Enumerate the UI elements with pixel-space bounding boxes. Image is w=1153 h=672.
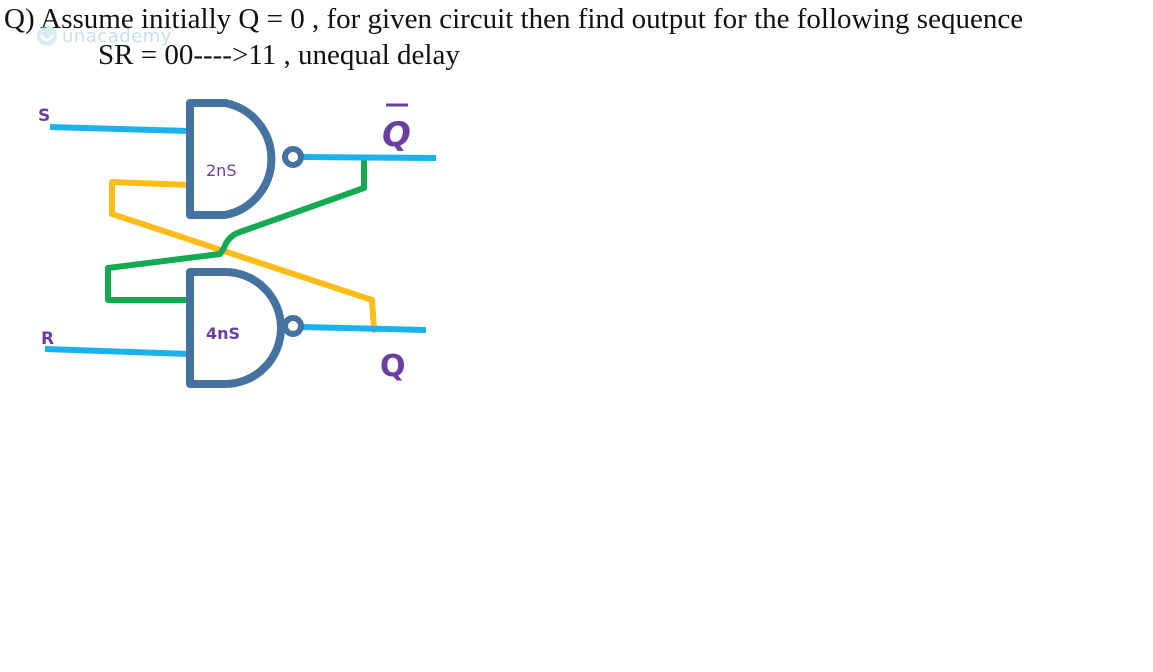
feedback-wire-q-bar-to-lower-gate: [105, 157, 367, 303]
unacademy-logo-icon: [37, 26, 57, 46]
watermark: unacademy: [36, 24, 172, 48]
q-output-wire: [301, 324, 427, 333]
lower-nand-inversion-bubble: [282, 315, 304, 337]
question-text-line-2: SR = 00---->11 , unequal delay: [98, 39, 460, 71]
q-output-label: Q: [380, 349, 406, 384]
upper-nand-inversion-bubble: [282, 146, 304, 168]
upper-gate-delay-label: 2nS: [206, 161, 236, 180]
q-bar-output-label: Q: [382, 115, 411, 155]
s-input-wire: [49, 124, 191, 134]
s-input-label: S: [38, 106, 50, 126]
question-text-line-1: Q) Assume initially Q = 0 , for given ci…: [4, 3, 1024, 35]
r-input-wire: [44, 346, 191, 357]
lower-gate-delay-label: 4nS: [206, 324, 240, 343]
upper-nand-gate-body: [186, 99, 276, 219]
r-input-label: R: [41, 329, 54, 349]
watermark-text: unacademy: [62, 25, 172, 47]
lower-nand-gate-body: [186, 268, 285, 388]
q-bar-output-wire: [301, 154, 437, 161]
feedback-wire-q-to-upper-gate: [109, 179, 377, 333]
